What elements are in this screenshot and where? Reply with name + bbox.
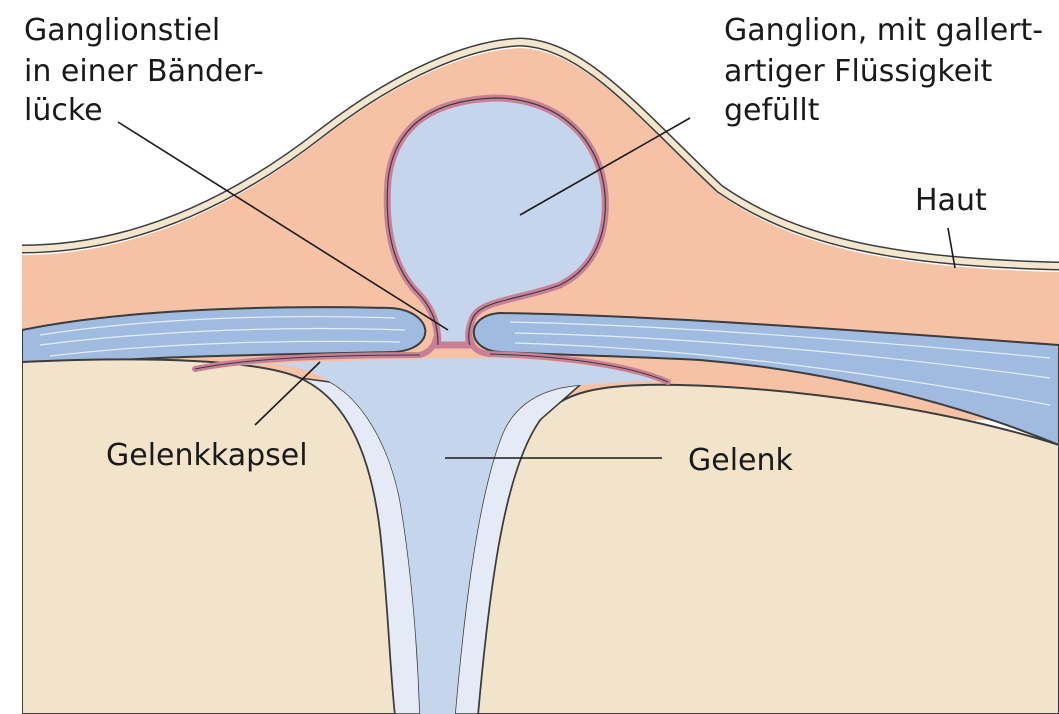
bone-left: [22, 359, 395, 714]
label-ganglion-line-1: Ganglion, mit gallert-: [724, 13, 1043, 48]
label-ganglionstiel-line-1: Ganglionstiel: [24, 13, 220, 48]
label-gelenkkapsel: Gelenkkapsel: [106, 438, 308, 473]
label-ganglionstiel-line-3: lücke: [24, 93, 103, 128]
label-gelenk: Gelenk: [688, 443, 794, 478]
label-ganglionstiel-line-2: in einer Bänder-: [24, 54, 264, 89]
label-ganglion: Ganglion, mit gallert- artiger Flüssigke…: [724, 13, 1053, 128]
label-ganglion-line-3: gefüllt: [724, 93, 820, 128]
label-ganglionstiel: Ganglionstiel in einer Bänder- lücke: [24, 13, 273, 128]
label-haut: Haut: [915, 183, 987, 218]
bone-right: [478, 385, 1059, 714]
label-ganglion-line-2: artiger Flüssigkeit: [724, 54, 993, 89]
